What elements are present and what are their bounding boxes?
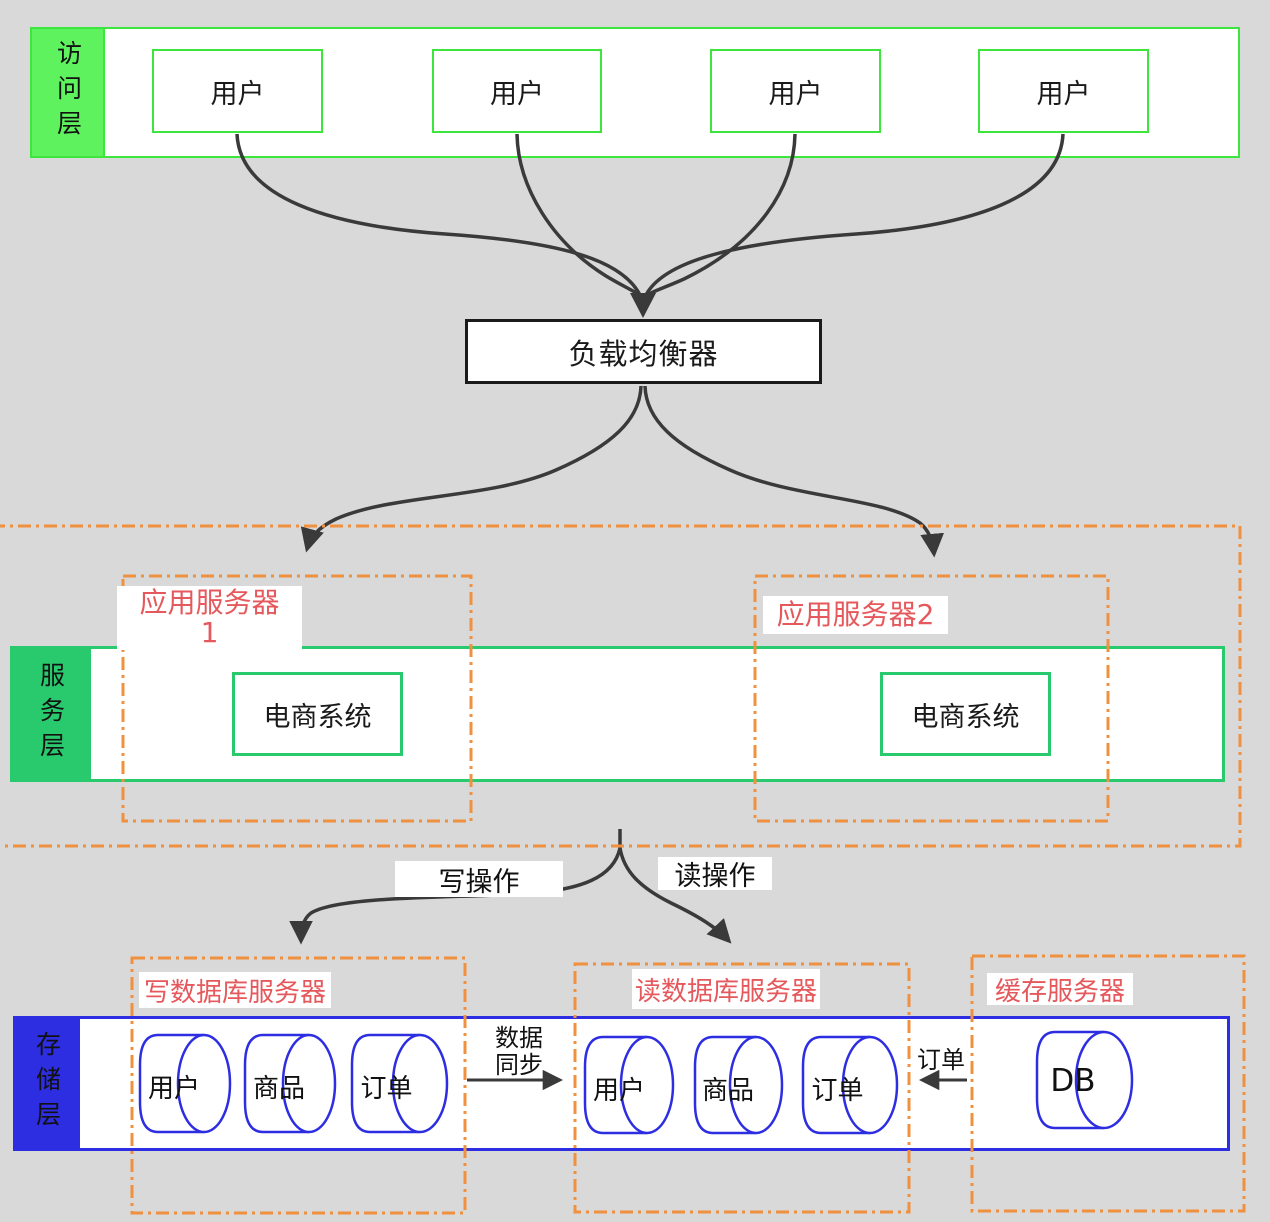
read-operation-label: 读操作 — [658, 857, 772, 892]
cache-db-label: DB — [1050, 1063, 1096, 1099]
write-db-server-label: 写数据库服务器 — [139, 972, 331, 1008]
ecommerce-system-box-1: 电商系统 — [232, 672, 403, 756]
access-layer-label: 访问层 — [32, 29, 105, 156]
curve-user2-to-lb — [515, 133, 643, 299]
read-db-server-label: 读数据库服务器 — [632, 969, 820, 1009]
ecommerce-system-box-2: 电商系统 — [880, 672, 1051, 756]
app-server-1-title: 应用服务器 — [139, 586, 280, 619]
user-box-4: 用户 — [978, 49, 1149, 133]
read-db-product-label: 商品 — [701, 1076, 754, 1106]
curve-user3-to-lb — [643, 133, 797, 299]
user-box-2: 用户 — [432, 49, 602, 133]
data-sync-label: 数据 同步 — [488, 1025, 550, 1079]
load-balancer-box: 负载均衡器 — [465, 319, 822, 384]
write-db-order-label: 订单 — [360, 1074, 413, 1104]
write-operation-label: 写操作 — [395, 861, 563, 898]
data-sync-line2: 同步 — [495, 1051, 543, 1079]
user-box-1: 用户 — [152, 49, 323, 133]
write-db-product-label: 商品 — [252, 1074, 305, 1104]
read-db-user-label: 用户 — [592, 1076, 645, 1106]
curve-lb-to-app1 — [300, 385, 643, 553]
arrowhead-into-lb — [630, 293, 656, 318]
cache-server-label: 缓存服务器 — [987, 973, 1133, 1007]
storage-layer-label: 存储层 — [16, 1019, 80, 1148]
curve-lb-to-app2 — [643, 385, 945, 558]
write-db-user-label: 用户 — [147, 1074, 200, 1104]
app-server-2-label: 应用服务器2 — [763, 596, 948, 634]
app-server-1-label: 应用服务器 1 — [117, 586, 302, 650]
order-label: 订单 — [917, 1046, 965, 1074]
user-box-3: 用户 — [710, 49, 881, 133]
app-server-1-number: 1 — [200, 616, 219, 649]
read-db-order-label: 订单 — [811, 1076, 864, 1106]
curve-user1-to-lb — [235, 133, 643, 298]
data-sync-line1: 数据 — [495, 1024, 543, 1052]
service-layer-label: 服务层 — [13, 649, 91, 779]
curve-user4-to-lb — [643, 133, 1065, 298]
